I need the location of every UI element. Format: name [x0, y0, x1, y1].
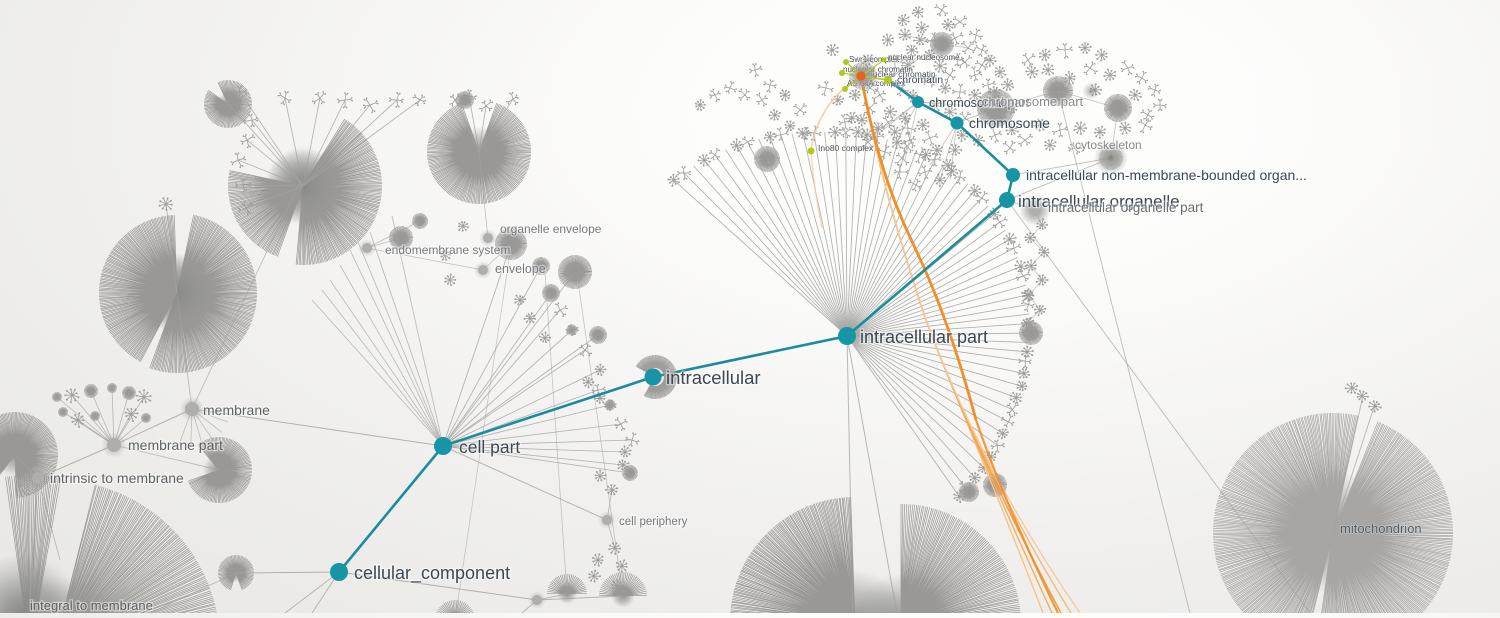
svg-text:cell periphery: cell periphery — [619, 516, 688, 528]
svg-text:membrane: membrane — [203, 402, 270, 418]
svg-text:chromatin: chromatin — [897, 74, 943, 86]
svg-text:nuclear chromatin: nuclear chromatin — [868, 69, 936, 79]
svg-text:chromosome part: chromosome part — [982, 94, 1084, 109]
svg-text:nuclear nucleosome: nuclear nucleosome — [888, 53, 960, 62]
svg-text:intracellular part: intracellular part — [860, 327, 988, 347]
svg-text:endomembrane system: endomembrane system — [385, 243, 510, 257]
svg-text:cytoskeleton: cytoskeleton — [1075, 138, 1142, 152]
svg-text:intrinsic to membrane: intrinsic to membrane — [50, 470, 184, 486]
svg-text:Ino80 complex: Ino80 complex — [818, 143, 874, 153]
svg-text:chromosome: chromosome — [969, 115, 1050, 131]
svg-text:intracellular organelle: intracellular organelle — [1018, 192, 1180, 211]
svg-text:ASTRA complex: ASTRA complex — [847, 79, 905, 88]
svg-text:envelope: envelope — [495, 262, 546, 276]
svg-text:mitochondrion: mitochondrion — [1340, 521, 1422, 536]
svg-text:Swr1 complex: Swr1 complex — [849, 55, 899, 64]
svg-text:membrane part: membrane part — [128, 437, 223, 453]
svg-text:intracellular: intracellular — [666, 367, 761, 388]
svg-text:chromosomal part: chromosomal part — [929, 96, 1030, 110]
svg-text:organelle envelope: organelle envelope — [500, 222, 602, 236]
svg-text:cellular_component: cellular_component — [354, 563, 510, 584]
svg-text:integral to membrane: integral to membrane — [30, 598, 153, 613]
svg-text:intracellular organelle part: intracellular organelle part — [1048, 200, 1204, 215]
svg-text:cell part: cell part — [459, 437, 520, 457]
svg-text:intracellular non-membrane-bou: intracellular non-membrane-bounded organ… — [1026, 167, 1307, 183]
svg-text:nucleolar chromatin: nucleolar chromatin — [843, 65, 913, 74]
